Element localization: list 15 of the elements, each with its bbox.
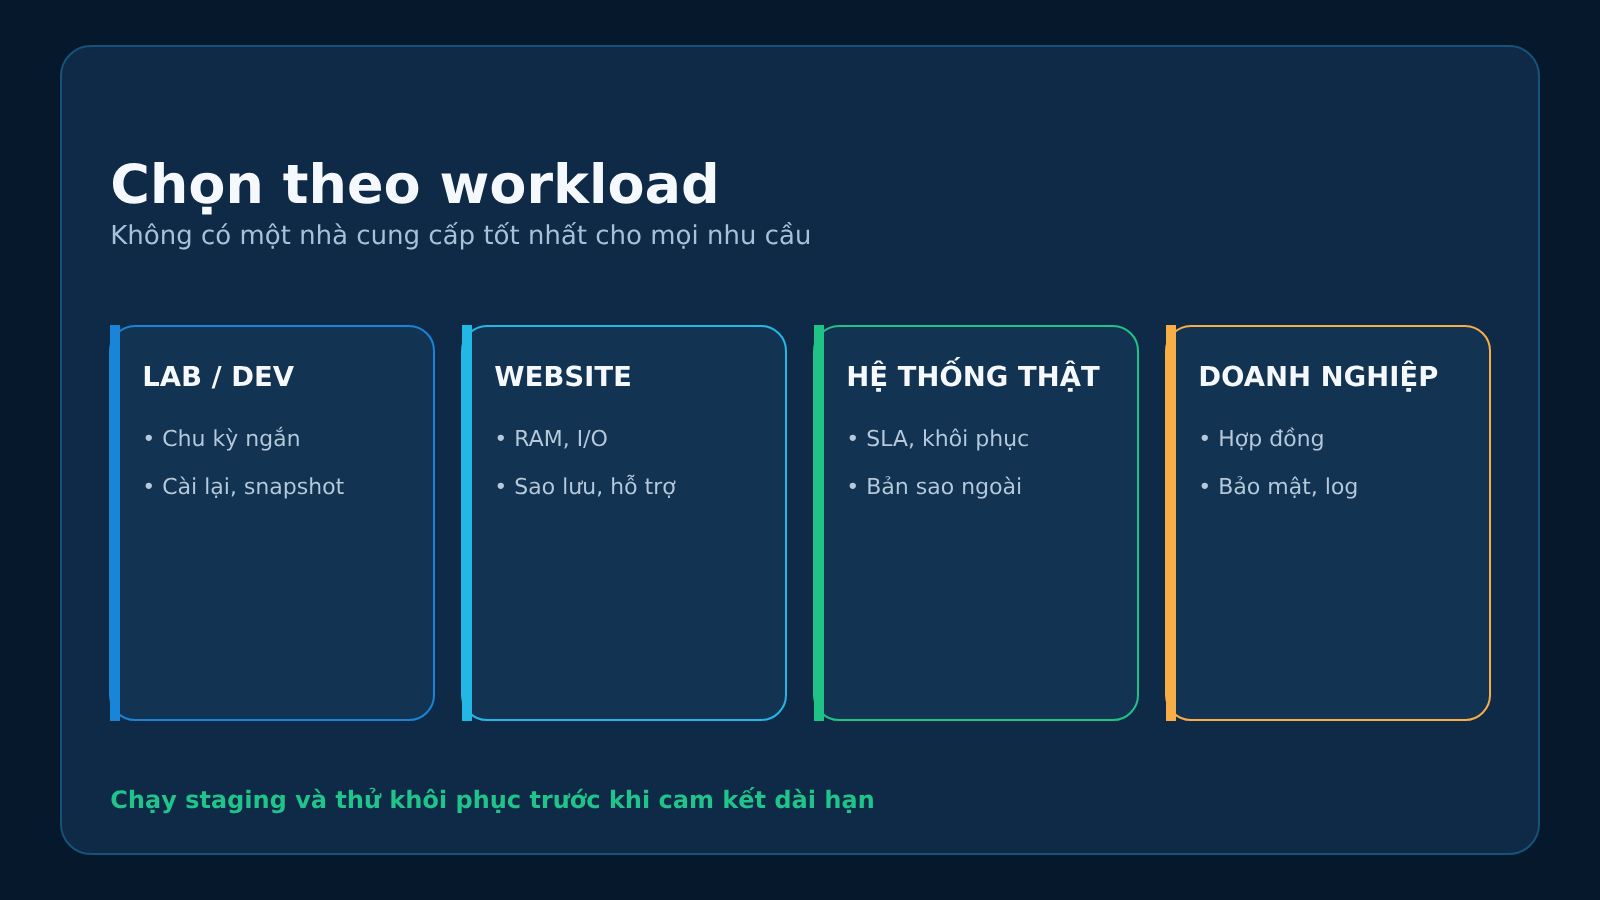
- list-item: • Cài lại, snapshot: [145, 476, 344, 499]
- list-item: • SLA, khôi phục: [849, 428, 1028, 451]
- card-heading: WEBSITE: [495, 365, 630, 387]
- list-item: • Chu kỳ ngắn: [145, 426, 299, 451]
- card-heading: DOANH NGHIỆP: [1200, 360, 1438, 392]
- card-heading: HỆ THỐNG THẬT: [848, 357, 1100, 392]
- card-heading: LAB / DEV: [144, 365, 294, 389]
- list-item: • Hợp đồng: [1201, 427, 1323, 451]
- subtitle: Không có một nhà cung cấp tốt nhất cho mọi nhu cầu: [112, 222, 810, 250]
- footer-note: Chạy staging và thử khôi phục trước khi cam kết dài hạn: [111, 787, 873, 814]
- list-item: • Bảo mật, log: [1201, 476, 1357, 499]
- title: Chọn theo workload: [112, 162, 716, 215]
- list-item: • Sao lưu, hỗ trợ: [497, 474, 676, 499]
- list-item: • Bản sao ngoài: [849, 476, 1021, 499]
- list-item: • RAM, I/O: [497, 429, 607, 449]
